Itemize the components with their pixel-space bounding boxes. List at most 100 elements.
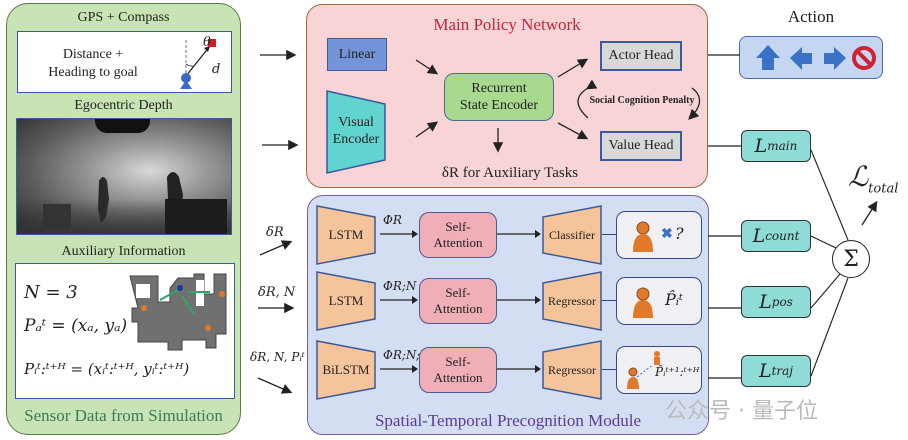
person-icon [633,287,653,318]
loss-main-subscript: main [767,139,798,153]
visual-encoder: Visual Encoder [326,114,386,148]
visual-encoder-label-1: Visual [338,115,374,130]
theta-label: θ [203,35,211,50]
policy-arrows [415,58,701,153]
agent-position-equation: Pₐᵗ = (xₐ, yₐ) [24,316,128,336]
agent-icon [181,73,191,83]
heading-diagram-icon [180,39,216,89]
output-label: P̂ᵢᵗ⁺¹:ᵗ⁺ᴴ [655,365,700,379]
gps-text-line1: Distance + [62,47,124,62]
arrow-up-icon [756,45,780,70]
output-label: ? [675,224,684,243]
regressor-shape [542,340,602,400]
recurrent-state-encoder: Recurrent State Encoder [444,73,554,121]
egocentric-depth-title: Egocentric Depth [74,98,173,113]
output-box: P̂ᵢᵗ⁺¹:ᵗ⁺ᴴ [616,346,702,394]
phi-label: ΦR;N [383,279,417,293]
arrow-left-icon [790,47,812,70]
action-title: Action [787,7,835,26]
attention-arrow [497,365,541,373]
lstm-encoder-shape [316,271,376,331]
value-head: Value Head [600,131,682,161]
total-loss-symbol: ℒ [848,160,869,193]
attention-label-2: Attention [433,235,483,250]
distance-label: d [212,62,221,77]
agent-count-equation: N = 3 [24,282,78,303]
person-icon [633,221,653,252]
linear-label: Linear [338,46,376,62]
trajectory-equation: Pᵢᵗ:ᵗ⁺ᴴ = (xᵢᵗ:ᵗ⁺ᴴ, yᵢᵗ:ᵗ⁺ᴴ) [24,360,190,378]
attention-label-2: Attention [433,370,483,385]
actor-head-label: Actor Head [608,48,674,63]
depth-image [16,118,232,235]
auxiliary-info-title: Auxiliary Information [61,244,186,259]
encoder-label: LSTM [328,293,364,308]
visual-encoder-label-2: Encoder [332,132,380,147]
social-cognition-penalty: Social Cognition Penalty [589,94,695,106]
total-loss-subscript: total [868,181,899,197]
person-icon [627,367,639,389]
phi-arrow [380,296,418,304]
loss-subscript: traj [771,364,794,378]
stop-icon [852,46,876,70]
policy-title: Main Policy Network [433,15,581,34]
classifier-label: Classifier [549,227,595,242]
value-head-label: Value Head [608,138,674,153]
goal-marker-icon [208,39,216,47]
trajectory-path-icon [636,351,660,378]
action-space-box [739,36,883,79]
linear-layer: Linear [327,38,387,71]
output-label: P̂ᵢᵗ [665,290,683,309]
loss-connectors [708,54,878,379]
loss-subscript: pos [771,295,793,309]
loss-symbol: L [758,360,772,382]
state-encoder-label-2: State Encoder [459,98,539,113]
row3-input-label: δR, N, Pᵢᵗ [250,350,305,364]
phi-label: ΦR;N;P [383,348,429,362]
output-box: P̂ᵢᵗ [616,277,702,325]
auxiliary-info-box: N = 3 Pₐᵗ = (xₐ, yₐ) Pᵢᵗ:ᵗ⁺ᴴ = (xᵢᵗ:ᵗ⁺ᴴ,… [15,263,235,399]
attention-arrow [497,230,541,238]
self-attention-block: Self- Attention [419,278,497,324]
gps-text-line2: Heading to goal [48,65,138,80]
unknown-count-icon: ✖ [661,227,673,242]
loss-symbol: L [752,225,766,247]
auxiliary-tasks-output: δR for Auxiliary Tasks [441,164,579,181]
arrow-right-icon [824,47,846,70]
self-attention-block: Self- Attention [419,212,497,258]
phi-arrow [380,365,418,373]
row2-input-label: δR, N [258,285,296,300]
total-loss-label: ℒtotal [848,160,898,197]
bilstm-encoder-shape [316,340,376,400]
floor-map-icon [129,273,227,351]
output-box: ✖ ? [616,211,702,259]
visual-encoder-shape [326,90,386,174]
self-attention-block: Self- Attention [419,347,497,393]
sum-node: Σ [832,240,870,278]
encoder-label: BiLSTM [322,362,370,377]
regressor-label: Regressor [548,362,596,377]
gps-compass-box: Distance + Heading to goal θ d [17,31,232,93]
regressor-shape [542,271,602,331]
precog-title: Spatial-Temporal Precognition Module [374,411,642,430]
loss-symbol: L [759,291,772,313]
actor-head: Actor Head [600,41,682,71]
attention-label-1: Self- [445,354,471,369]
row1-input-arrow [259,240,293,256]
lstm-encoder-shape [316,205,376,265]
loss-subscript: count [765,229,800,243]
loss-main-symbol: L [754,135,768,157]
row1-input-label: δR [266,225,284,240]
state-encoder-label-1: Recurrent [471,81,527,96]
input-arrows [257,49,299,394]
watermark: 公众号 · 量子位 [665,399,818,424]
attention-label-1: Self- [445,219,471,234]
regressor-label: Regressor [548,293,596,308]
phi-label: ΦR [383,213,402,227]
row3-input-arrow [257,377,293,394]
gps-compass-title: GPS + Compass [77,10,170,25]
classifier-shape [542,205,602,265]
